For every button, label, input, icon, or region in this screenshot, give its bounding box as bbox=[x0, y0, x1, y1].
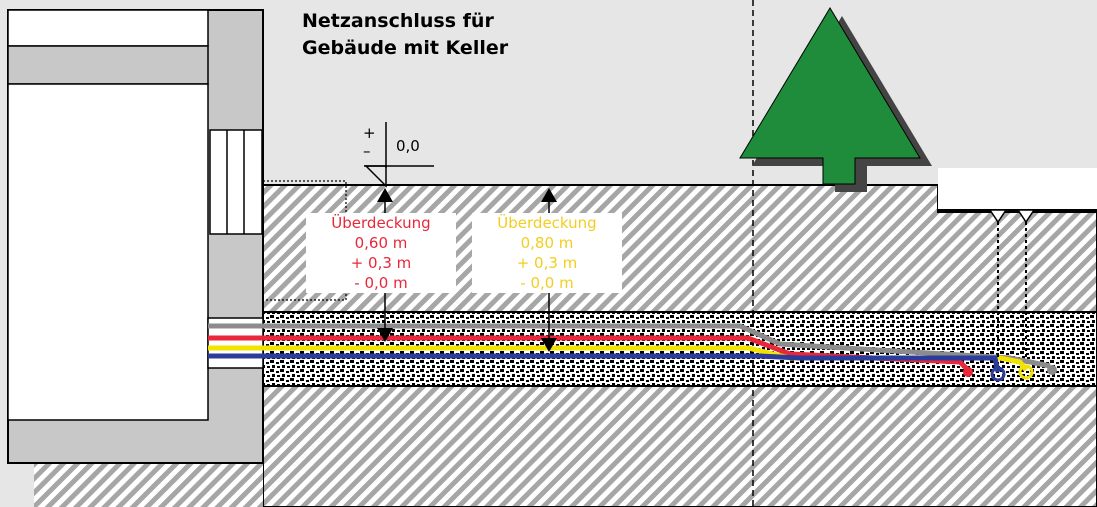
cable-end-red bbox=[963, 367, 973, 377]
level-marker bbox=[364, 122, 434, 188]
cover-yellow-depth: 0,80 m bbox=[520, 234, 574, 252]
level-minus-sign: – bbox=[363, 142, 371, 160]
cables bbox=[208, 323, 1051, 373]
title-line-1: Netzanschluss für bbox=[302, 10, 494, 32]
pavement bbox=[938, 168, 1097, 210]
level-value: 0,0 bbox=[396, 137, 420, 155]
cable-end-yellow bbox=[1018, 364, 1034, 380]
cable-red bbox=[208, 335, 970, 372]
cover-label-yellow: Überdeckung 0,80 m + 0,3 m - 0,0 m bbox=[472, 213, 622, 293]
cable-end-blue bbox=[990, 366, 1006, 382]
cable-end-grey bbox=[1047, 365, 1057, 375]
cable-grey bbox=[208, 323, 1051, 369]
diagram-title: Netzanschluss für Gebäude mit Keller bbox=[302, 8, 508, 62]
cover-label-red: Überdeckung 0,60 m + 0,3 m - 0,0 m bbox=[306, 213, 456, 293]
cover-yellow-tol-plus: + 0,3 m bbox=[516, 254, 578, 272]
tree-icon bbox=[739, 7, 932, 192]
cover-red-tol-minus: - 0,0 m bbox=[354, 274, 408, 292]
building bbox=[7, 9, 264, 464]
cover-red-depth: 0,60 m bbox=[354, 234, 408, 252]
foundation-soil bbox=[34, 463, 263, 507]
cable-blue bbox=[208, 353, 1001, 373]
cover-red-title: Überdeckung bbox=[331, 214, 431, 232]
cover-red-tol-plus: + 0,3 m bbox=[350, 254, 412, 272]
cover-yellow-tol-minus: - 0,0 m bbox=[520, 274, 574, 292]
cellar-window bbox=[209, 129, 263, 235]
excavation-outline bbox=[263, 180, 347, 301]
marker-posts bbox=[988, 209, 1036, 358]
level-plus-sign: + bbox=[363, 124, 376, 142]
cover-yellow-title: Überdeckung bbox=[497, 214, 597, 232]
title-line-2: Gebäude mit Keller bbox=[302, 37, 509, 59]
